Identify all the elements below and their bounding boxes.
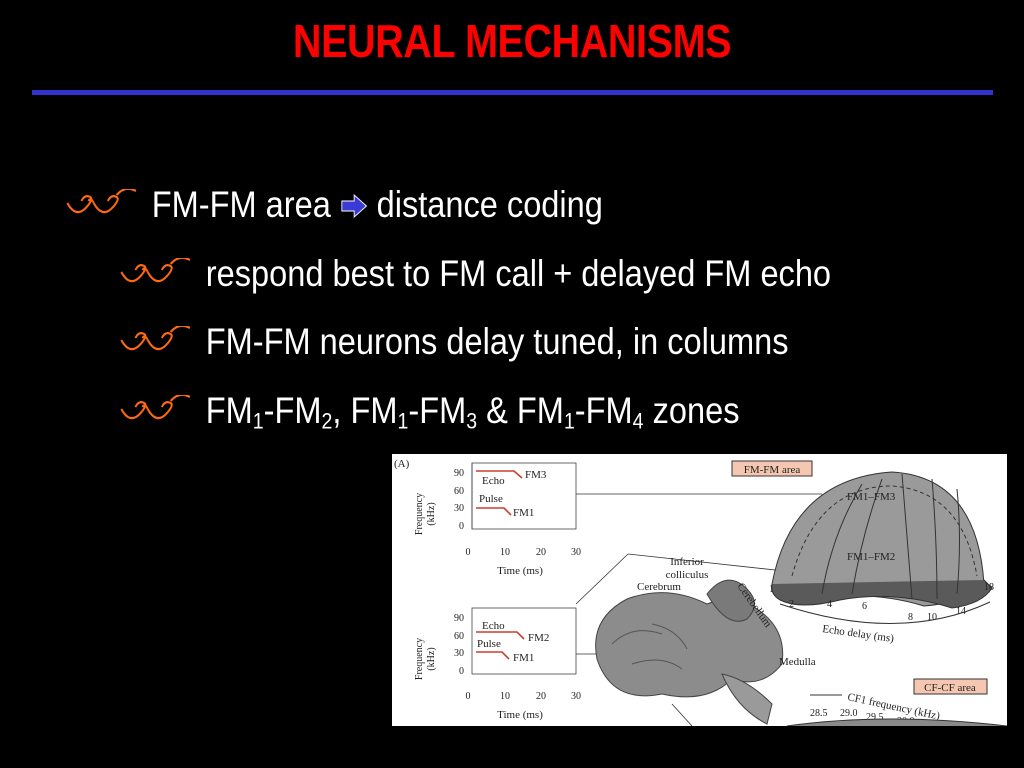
svg-text:(kHz): (kHz) [426,502,437,525]
svg-text:Pulse: Pulse [477,638,501,650]
svg-text:FM1–FM3: FM1–FM3 [847,491,896,503]
svg-text:Frequency: Frequency [414,493,425,535]
fm-fm-area-map: FM1–FM3 FM1–FM2 FM-FM area 1 2 4 6 8 10 … [731,460,994,645]
svg-text:8: 8 [908,612,913,623]
spectacles-icon [116,256,193,296]
svg-text:29.5: 29.5 [866,712,884,723]
sub-bullet-zones: FM1-FM2, FM1-FM3 & FM1-FM4 zones [116,391,739,433]
svg-text:Time (ms): Time (ms) [497,709,543,721]
svg-text:20: 20 [536,691,546,702]
svg-text:FM-FM area: FM-FM area [744,464,801,476]
sub-bullet-delay-tuned: FM-FM neurons delay tuned, in columns [116,322,788,364]
svg-text:60: 60 [454,631,464,642]
svg-text:Frequency: Frequency [414,638,425,680]
bullet-fm-fm-area: FM-FM area distance coding [62,185,603,227]
svg-text:Inferior: Inferior [670,556,704,568]
svg-text:90: 90 [454,613,464,624]
svg-text:4: 4 [827,599,832,610]
bullet-1-trail: distance coding [376,184,603,225]
svg-text:Echo delay (ms): Echo delay (ms) [822,623,895,645]
svg-text:6: 6 [862,601,867,612]
svg-text:1: 1 [769,584,774,595]
svg-text:10: 10 [927,612,937,623]
svg-text:Cerebrum: Cerebrum [637,581,681,593]
svg-text:colliculus: colliculus [666,569,709,581]
sub-bullet-respond: respond best to FM call + delayed FM ech… [116,254,831,296]
bat-brain-figure: (A) Frequency (kHz) 90 60 30 0 0 10 20 3… [392,454,1007,726]
svg-text:2: 2 [789,599,794,610]
svg-text:14: 14 [956,606,966,617]
svg-text:Pulse: Pulse [479,493,503,505]
svg-text:Echo: Echo [482,475,505,487]
svg-text:Echo: Echo [482,620,505,632]
svg-text:28.5: 28.5 [810,708,828,719]
svg-text:18: 18 [984,582,994,593]
svg-text:0: 0 [459,666,464,677]
svg-text:FM2: FM2 [528,632,549,644]
svg-text:29.0: 29.0 [840,708,858,719]
svg-text:60: 60 [454,486,464,497]
svg-text:(kHz): (kHz) [426,647,437,670]
svg-text:FM1: FM1 [513,507,534,519]
panel-label: (A) [394,458,410,470]
right-arrow-icon [340,187,368,227]
svg-text:Medulla: Medulla [779,656,816,668]
sub-bullet-text: respond best to FM call + delayed FM ech… [205,253,832,294]
svg-text:FM1: FM1 [513,652,534,664]
svg-text:30: 30 [571,691,581,702]
bullet-1-lead: FM-FM area [151,184,331,225]
svg-text:FM1–FM2: FM1–FM2 [847,551,895,563]
svg-text:Time (ms): Time (ms) [497,565,543,577]
svg-text:CF-CF area: CF-CF area [924,682,976,694]
svg-text:30: 30 [454,648,464,659]
title-divider [32,90,993,95]
svg-text:0: 0 [459,521,464,532]
svg-text:FM3: FM3 [525,469,547,481]
cf-cf-area-map: CF-CF area CF1 frequency (kHz) 28.5 29.0… [786,678,1007,726]
svg-text:10: 10 [500,547,510,558]
svg-text:20: 20 [536,547,546,558]
slide-title: NEURAL MECHANISMS [292,15,732,67]
sub-bullet-text: FM-FM neurons delay tuned, in columns [205,321,789,362]
spectacles-icon [116,324,193,364]
svg-text:10: 10 [500,691,510,702]
svg-text:90: 90 [454,468,464,479]
plot-bottom: Frequency (kHz) 90 60 30 0 0 10 20 30 Ti… [414,607,581,721]
zones-text: FM1-FM2, FM1-FM3 & FM1-FM4 zones [205,390,740,434]
svg-text:30: 30 [571,547,581,558]
spectacles-icon [116,393,193,433]
svg-text:30: 30 [454,503,464,514]
plot-top: Frequency (kHz) 90 60 30 0 0 10 20 30 Ti… [414,462,581,577]
spectacles-icon [62,187,139,227]
svg-text:CF1 frequency (kHz): CF1 frequency (kHz) [846,691,941,722]
svg-text:0: 0 [466,691,471,702]
svg-text:0: 0 [466,547,471,558]
